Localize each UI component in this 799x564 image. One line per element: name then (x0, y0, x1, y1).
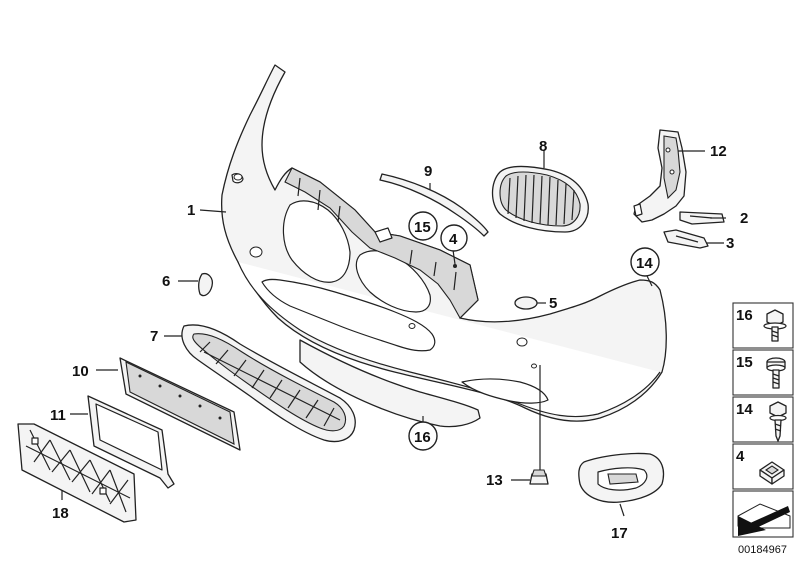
callout-5: 5 (549, 295, 557, 312)
callout-10: 10 (72, 363, 89, 380)
legend-label-4: 4 (736, 448, 745, 465)
legend-label-14: 14 (736, 401, 753, 418)
legend-box-4 (732, 443, 794, 490)
callout-14-circle (630, 247, 660, 277)
callout-14: 14 (636, 255, 653, 272)
leader-lines (61, 150, 726, 517)
diagram-id: 00184967 (738, 544, 787, 556)
callout-4: 4 (449, 231, 458, 248)
trim-strip (379, 173, 489, 237)
callout-16: 16 (414, 429, 431, 446)
callout-4-circle (440, 224, 468, 252)
clip-nut (529, 469, 549, 485)
square-clip-icon (759, 461, 785, 485)
license-plate-holder (87, 395, 175, 489)
callout-16-circle (408, 421, 438, 451)
callout-2: 2 (740, 210, 748, 227)
callout-labels: 1 2 3 4 5 6 7 8 9 10 11 12 13 14 15 16 1… (50, 138, 748, 542)
direction-arrow-icon (737, 503, 791, 536)
callout-7: 7 (150, 328, 158, 345)
legend-label-15: 15 (736, 354, 753, 371)
license-plate-base (119, 357, 241, 451)
callout-17: 17 (611, 525, 628, 542)
lattice-carrier (17, 423, 137, 523)
callout-18: 18 (52, 505, 69, 522)
self-tapping-screw-icon (769, 401, 787, 442)
hex-screw-icon (766, 357, 786, 389)
legend-label-16: 16 (736, 307, 753, 324)
callout-1: 1 (187, 202, 195, 219)
mount-bracket (633, 129, 687, 223)
callout-15-circle (408, 211, 438, 241)
lower-grille (181, 324, 356, 443)
kidney-grille (491, 165, 589, 233)
small-bracket-lower (663, 229, 709, 249)
callout-8: 8 (539, 138, 547, 155)
screw-washer-icon (763, 309, 787, 342)
callout-15: 15 (414, 219, 431, 236)
callout-3: 3 (726, 235, 734, 252)
bumper-panel (220, 64, 667, 428)
cover-cap (514, 296, 538, 310)
callout-11: 11 (50, 407, 66, 424)
grommet-pad (578, 452, 665, 503)
legend-box-15 (732, 349, 794, 396)
callout-12: 12 (710, 143, 727, 160)
small-clip (198, 272, 214, 297)
fastener-legend: 16 15 14 (732, 302, 794, 538)
callout-13: 13 (486, 472, 503, 489)
callout-6: 6 (162, 273, 170, 290)
small-bracket-upper (679, 211, 725, 225)
callout-9: 9 (424, 163, 432, 180)
